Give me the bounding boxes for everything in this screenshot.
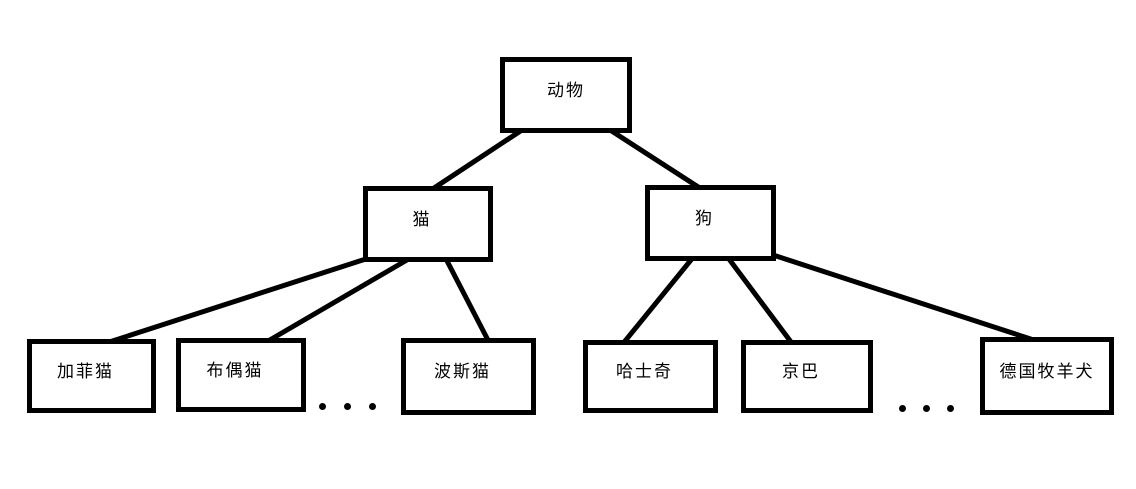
node-husky-label: 哈士奇 [616,362,673,382]
ellipsis-dot [923,405,930,412]
node-husky: 哈士奇 [583,340,718,413]
edge-dog-pekingese [723,253,797,348]
node-german-shepherd: 德国牧羊犬 [980,337,1114,415]
edge-dog-german-shepherd [769,251,1047,347]
edge-cat-garfield [99,254,373,348]
node-pekingese-label: 京巴 [782,362,820,382]
edge-dog-husky [619,253,697,348]
edge-cat-persian [442,255,493,346]
node-cat: 猫 [363,186,493,262]
ellipsis-dots-dogs [899,405,954,412]
node-garfield-cat: 加菲猫 [27,339,156,413]
node-ragdoll-cat: 布偶猫 [176,338,306,412]
ellipsis-dot [899,405,906,412]
ellipsis-dot [344,403,351,410]
node-garfield-cat-label: 加菲猫 [57,361,114,382]
ellipsis-dot [947,405,954,412]
edge-animal-cat [426,125,527,195]
node-pekingese: 京巴 [741,340,873,413]
node-cat-label: 猫 [412,209,432,230]
ellipsis-dot [319,403,326,410]
node-ragdoll-cat-label: 布偶猫 [206,360,264,381]
ellipsis-dots-cats [319,403,376,410]
ellipsis-dot [369,403,376,410]
node-persian-cat-label: 波斯猫 [434,362,491,382]
edge-cat-ragdoll [261,254,414,347]
node-german-shepherd-label: 德国牧羊犬 [999,361,1095,382]
node-dog-label: 狗 [695,208,714,229]
node-dog: 狗 [645,185,776,261]
node-persian-cat: 波斯猫 [401,338,536,415]
node-animal: 动物 [500,57,632,133]
node-animal-label: 动物 [547,80,585,101]
edge-animal-dog [605,125,708,195]
